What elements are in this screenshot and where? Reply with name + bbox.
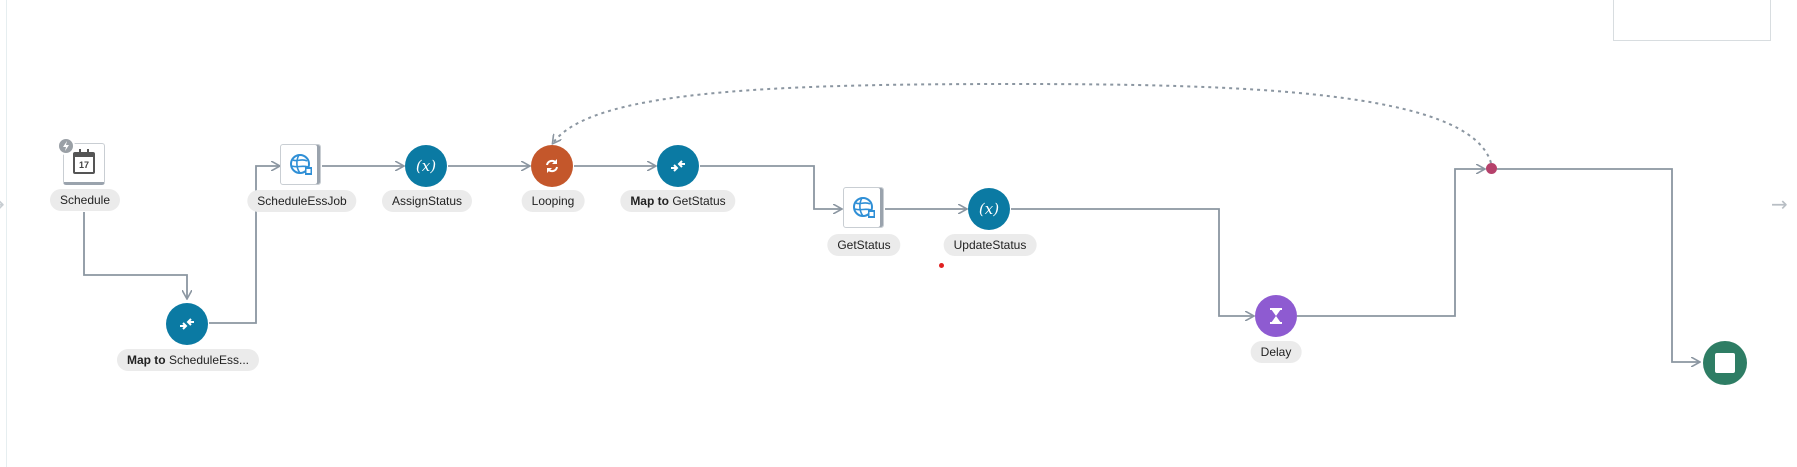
map-getstatus-node[interactable] [657, 145, 699, 187]
lightning-icon [57, 137, 75, 155]
stop-node[interactable] [1703, 341, 1747, 385]
stop-icon [1715, 353, 1735, 373]
node-label-map-getstatus[interactable]: Map to GetStatus [620, 190, 736, 212]
connector-update-delay [1011, 208, 1253, 316]
delay-node[interactable] [1255, 295, 1297, 337]
node-label-map-schedule[interactable]: Map to ScheduleEss... [116, 349, 260, 371]
merge-point[interactable] [1486, 163, 1497, 174]
variable-icon: (x) [415, 157, 437, 175]
error-indicator-dot [939, 263, 944, 268]
map-schedule-node[interactable] [166, 303, 208, 345]
globe-plug-icon [289, 153, 312, 175]
node-label-delay[interactable]: Delay [1250, 341, 1302, 363]
looping-node[interactable] [531, 145, 573, 187]
canvas-edge-arrow-right[interactable]: → [1771, 192, 1788, 216]
node-label-update-status[interactable]: UpdateStatus [943, 234, 1037, 256]
label-rest-part: GetStatus [668, 194, 726, 208]
canvas-left-border [6, 0, 7, 467]
connector-schedule-map [83, 212, 187, 298]
node-label-schedule[interactable]: Schedule [49, 189, 121, 211]
node-label-assign-status[interactable]: AssignStatus [381, 190, 473, 212]
map-icon [180, 318, 194, 330]
update-status-node[interactable]: (x) [968, 188, 1010, 230]
map-icon [671, 160, 685, 172]
connector-loopback [553, 82, 1492, 164]
overview-panel[interactable] [1613, 0, 1771, 41]
loop-icon [546, 159, 558, 173]
schedule-trigger-node[interactable]: 17 [63, 143, 105, 185]
label-bold-part: Map to [126, 353, 166, 367]
connector-map2-getstatus [700, 165, 841, 209]
connector-map-schedulejob [209, 166, 279, 324]
hourglass-icon [1270, 308, 1282, 324]
node-label-get-status[interactable]: GetStatus [827, 234, 901, 256]
schedule-ess-job-node[interactable] [280, 144, 321, 185]
variable-icon: (x) [978, 200, 1000, 218]
connector-merge-stop [1497, 168, 1699, 362]
label-rest-part: ScheduleEss... [165, 353, 250, 367]
node-label-looping[interactable]: Looping [521, 190, 585, 212]
node-label-schedule-ess-job[interactable]: ScheduleEssJob [247, 190, 357, 212]
connector-delay-merge [1297, 169, 1484, 317]
canvas-edge-arrow-left[interactable]: → [0, 194, 5, 214]
label-bold-part: Map to [630, 194, 669, 208]
assign-status-node[interactable]: (x) [405, 145, 447, 187]
globe-plug-icon [852, 196, 875, 218]
calendar-icon: 17 [73, 149, 95, 174]
get-status-node[interactable] [843, 187, 884, 228]
